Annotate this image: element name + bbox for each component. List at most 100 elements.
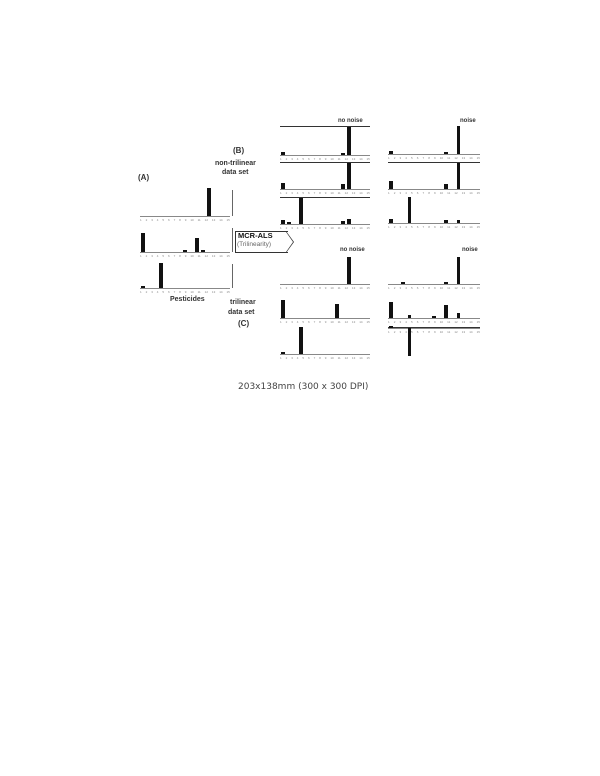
x-tick: 5 <box>302 226 305 230</box>
x-tick: 11 <box>337 191 341 195</box>
x-tick: 12 <box>344 356 348 360</box>
bar <box>159 263 163 288</box>
x-tick: 10 <box>439 225 444 229</box>
x-tick: 9 <box>324 356 327 360</box>
x-tick: 3 <box>399 225 402 229</box>
x-tick: 13 <box>461 330 466 334</box>
x-tick: 4 <box>296 320 299 324</box>
panel-label-a: (A) <box>138 173 150 182</box>
x-tick: 13 <box>211 290 216 294</box>
x-tick: 12 <box>454 225 458 229</box>
x-tick: 8 <box>319 226 321 230</box>
x-tick: 13 <box>351 157 356 161</box>
bar <box>389 181 393 189</box>
x-tick: 8 <box>319 356 321 360</box>
x-tick: 11 <box>197 290 201 294</box>
x-tick: 8 <box>179 290 181 294</box>
x-tick: 14 <box>469 286 473 290</box>
x-tick: 3 <box>399 156 402 160</box>
x-tick: 15 <box>366 286 370 290</box>
bar <box>407 328 412 356</box>
x-tick: 11 <box>197 218 201 222</box>
x-tick: 10 <box>439 320 444 324</box>
x-tick: 6 <box>307 157 310 161</box>
x-tick: 3 <box>399 320 402 324</box>
bar <box>341 153 345 155</box>
x-tick: 15 <box>226 290 230 294</box>
x-tick: 8 <box>428 191 430 195</box>
x-tick: 14 <box>219 254 223 258</box>
x-tick: 10 <box>330 226 334 230</box>
x-tick: 5 <box>411 320 413 324</box>
x-tick: 5 <box>411 330 413 334</box>
x-tick: 13 <box>461 156 466 160</box>
x-tick: 6 <box>416 191 419 195</box>
x-tick: 2 <box>145 290 148 294</box>
arrow-title: MCR-ALS <box>238 231 273 240</box>
panel-label-c: (C) <box>238 319 250 328</box>
x-tick: 8 <box>428 286 430 290</box>
x-tick: 15 <box>476 191 480 195</box>
x-tick: 12 <box>454 320 458 324</box>
x-tick: 12 <box>344 157 348 161</box>
x-tick: 7 <box>313 320 316 324</box>
x-tick: 8 <box>428 225 430 229</box>
bar <box>207 188 211 216</box>
x-tick: 6 <box>307 356 310 360</box>
x-tick: 13 <box>211 218 216 222</box>
x-tick: 8 <box>319 286 321 290</box>
x-tick: 1 <box>388 225 390 229</box>
x-tick: 12 <box>344 286 348 290</box>
x-tick: 10 <box>330 191 334 195</box>
bar <box>201 250 205 252</box>
x-tick: 12 <box>204 290 208 294</box>
x-tick: 15 <box>366 226 370 230</box>
x-tick: 1 <box>388 330 390 334</box>
x-tick: 14 <box>469 225 473 229</box>
x-tick: 14 <box>469 320 473 324</box>
x-tick: 3 <box>291 226 293 230</box>
x-tick: 7 <box>313 157 316 161</box>
bar <box>432 316 436 318</box>
x-tick: 8 <box>428 156 430 160</box>
x-tick: 4 <box>405 330 407 334</box>
x-tick: 6 <box>307 191 310 195</box>
x-tick: 4 <box>156 254 159 258</box>
x-tick: 3 <box>291 320 293 324</box>
x-tick: 8 <box>319 191 321 195</box>
x-tick: 11 <box>337 356 341 360</box>
x-tick: 10 <box>330 320 334 324</box>
bar <box>347 127 351 155</box>
x-tick: 3 <box>151 218 153 222</box>
x-tick: 13 <box>461 191 466 195</box>
bar <box>347 163 351 189</box>
x-tick: 5 <box>162 254 165 258</box>
x-tick: 2 <box>285 226 288 230</box>
bar <box>456 313 461 318</box>
x-tick: 2 <box>393 191 396 195</box>
trilinear-label-1: trilinear <box>230 299 256 306</box>
x-tick: 9 <box>434 156 436 160</box>
x-tick: 11 <box>447 330 451 334</box>
x-tick: 12 <box>454 330 458 334</box>
x-tick: 15 <box>366 320 370 324</box>
x-tick: 13 <box>461 225 466 229</box>
x-tick: 8 <box>319 320 321 324</box>
x-tick: 13 <box>461 286 466 290</box>
arrow-subtitle: (Trilinearity) <box>237 241 272 248</box>
x-tick: 7 <box>422 191 425 195</box>
x-tick: 11 <box>337 320 341 324</box>
panel-label-b: (B) <box>233 146 245 155</box>
x-tick: 6 <box>416 330 419 334</box>
